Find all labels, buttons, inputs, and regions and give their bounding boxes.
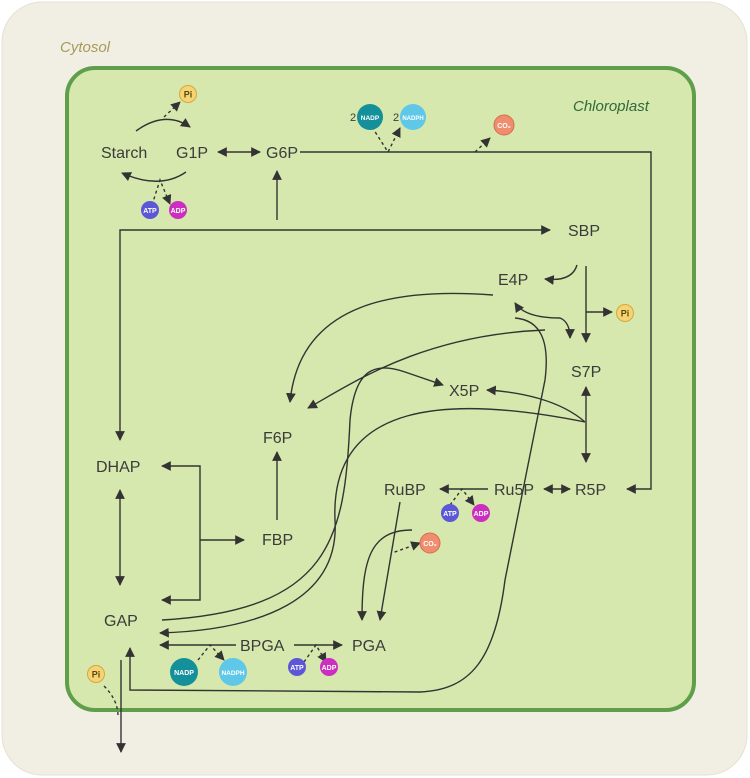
- adp-badge: ADP: [169, 201, 187, 219]
- arrow-dhap-to-sbp: [115, 225, 551, 441]
- chloroplast-label: Chloroplast: [573, 98, 650, 115]
- cytosol-label: Cytosol: [60, 39, 111, 56]
- svg-text:Pi: Pi: [92, 670, 101, 680]
- atp-badge: ATP: [141, 201, 159, 219]
- nadp-badge: NADP: [357, 104, 383, 130]
- nadp-badge: NADP: [170, 658, 198, 686]
- metabolite-g6p: G6P: [266, 145, 298, 162]
- metabolite-ru5p: Ru5P: [494, 482, 534, 499]
- arrow-g1p-to-starch: [121, 171, 187, 182]
- metabolite-starch: Starch: [101, 145, 147, 162]
- metabolite-s7p: S7P: [571, 364, 601, 381]
- arrow-s7p-to-gap: [159, 407, 586, 638]
- svg-text:Pi: Pi: [184, 90, 193, 100]
- link-co2-rubp: [391, 541, 421, 554]
- arrow-starch-to-g1p: [135, 117, 191, 132]
- svg-text:ADP: ADP: [322, 665, 337, 672]
- adp-badge: ADP: [320, 658, 338, 676]
- svg-text:NADP: NADP: [174, 670, 194, 677]
- atp-badge: ATP: [441, 504, 459, 522]
- metabolite-f6p: F6P: [263, 430, 292, 447]
- svg-text:ATP: ATP: [443, 511, 457, 518]
- arrow-s7p-to-f6p: [307, 329, 546, 409]
- metabolite-x5p: X5P: [449, 383, 479, 400]
- svg-text:NADPH: NADPH: [221, 670, 244, 677]
- arrow-e4p-to-s7p: [514, 302, 575, 339]
- nadph-badge: NADPH: [400, 104, 426, 130]
- pi-badge: Pi: [87, 665, 105, 683]
- svg-text:ATP: ATP: [290, 665, 304, 672]
- svg-text:ADP: ADP: [474, 511, 489, 518]
- metabolite-r5p: R5P: [575, 482, 606, 499]
- metabolite-sbp: SBP: [568, 223, 600, 240]
- co2-badge: CO₂: [419, 532, 441, 554]
- co2-badge: CO₂: [493, 114, 515, 136]
- svg-text:NADPH: NADPH: [402, 116, 423, 122]
- arrow-e4p-to-f6p: [285, 292, 494, 403]
- pi-badge: Pi: [616, 304, 634, 322]
- metabolite-gap: GAP: [104, 613, 138, 630]
- svg-text:CO₂: CO₂: [497, 123, 511, 130]
- metabolite-dhap: DHAP: [96, 459, 140, 476]
- link-atp-adp-pga: [303, 643, 327, 663]
- metabolite-pga: PGA: [352, 638, 386, 655]
- arrow-sbp-to-e4p: [544, 264, 578, 285]
- metabolite-bpga: BPGA: [240, 638, 285, 655]
- link-nadp-nadph-bpga: [197, 643, 225, 661]
- svg-text:Pi: Pi: [621, 309, 630, 319]
- cofactor-badges: Pi ATP ADP 2 NADP 2 NADPH CO₂ Pi: [87, 85, 634, 686]
- adp-badge: ADP: [472, 504, 490, 522]
- arrow-dhap-gap-to-fbp: [161, 461, 201, 605]
- cofactor-links: [103, 101, 491, 717]
- arrow-rubp-to-pga-2: [357, 529, 413, 621]
- link-pi-starch: [163, 101, 181, 118]
- coef-nadp: 2: [350, 112, 356, 124]
- link-atp-adp-ru5p: [449, 487, 475, 506]
- arrow-s7p-to-x5p: [486, 385, 586, 423]
- atp-badge: ATP: [288, 658, 306, 676]
- metabolite-rubp: RuBP: [384, 482, 426, 499]
- arrow-rubp-to-pga-1: [376, 501, 401, 621]
- svg-text:CO₂: CO₂: [423, 541, 437, 548]
- arrow-gap-to-x5p: [161, 367, 444, 621]
- coef-nadph: 2: [393, 112, 399, 124]
- svg-text:NADP: NADP: [361, 115, 380, 122]
- metabolite-g1p: G1P: [176, 145, 208, 162]
- link-pi-gap: [103, 685, 119, 717]
- pi-badge: Pi: [179, 85, 197, 103]
- metabolite-e4p: E4P: [498, 272, 528, 289]
- svg-text:ATP: ATP: [143, 208, 157, 215]
- link-atp-adp-starch: [151, 177, 172, 206]
- svg-text:ADP: ADP: [171, 208, 186, 215]
- reaction-arrows: [115, 117, 652, 753]
- nadph-badge: NADPH: [219, 658, 247, 686]
- metabolite-labels: Starch G1P G6P SBP E4P S7P X5P F6P DHAP …: [96, 145, 606, 655]
- metabolite-fbp: FBP: [262, 532, 293, 549]
